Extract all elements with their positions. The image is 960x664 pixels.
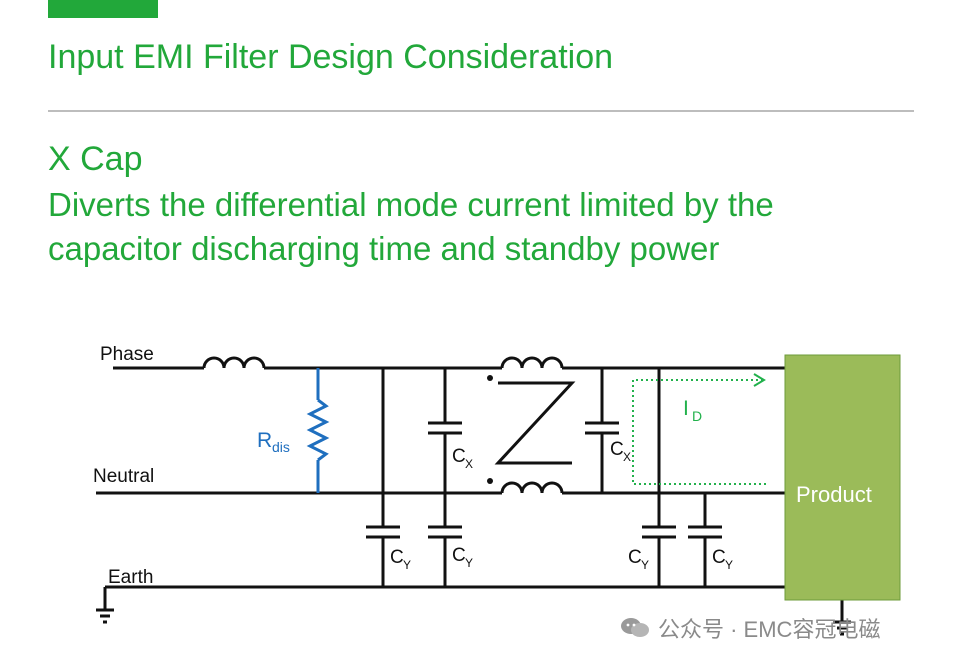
svg-text:R: R [257, 429, 272, 452]
svg-text:X: X [465, 457, 473, 471]
svg-text:C: C [628, 547, 642, 568]
svg-text:Y: Y [641, 558, 649, 572]
current-arrowhead [753, 373, 766, 387]
earth-label: Earth [108, 567, 153, 588]
cy4-label: C Y [712, 547, 733, 572]
differential-current-path [632, 379, 766, 485]
rdis-label: R dis [257, 429, 290, 455]
cm-choke-top-winding [500, 356, 564, 369]
svg-text:C: C [452, 446, 466, 467]
neutral-label: Neutral [93, 466, 154, 487]
svg-text:C: C [452, 545, 466, 566]
id-label: I D [683, 397, 702, 424]
cy2-label: C Y [452, 545, 473, 570]
title-divider [48, 110, 914, 112]
phase-inductor [202, 356, 266, 369]
svg-text:Y: Y [725, 558, 733, 572]
watermark-text: 公众号 · EMC容冠电磁 [658, 617, 881, 642]
svg-text:Y: Y [465, 556, 473, 570]
slide-title: Input EMI Filter Design Consideration [48, 38, 614, 76]
cy1-label: C Y [390, 547, 411, 572]
watermark: 公众号 · EMC容冠电磁 [620, 612, 880, 644]
cm-choke-bottom-winding [500, 481, 564, 494]
svg-text:X: X [623, 450, 631, 464]
phase-label: Phase [100, 344, 154, 365]
svg-text:C: C [390, 547, 404, 568]
section-heading: X Cap [48, 140, 143, 178]
cm-choke-dot-top [487, 375, 493, 381]
product-block [784, 354, 901, 601]
svg-text:I: I [683, 397, 689, 420]
svg-text:dis: dis [272, 439, 290, 455]
cm-choke-dot-bottom [487, 478, 493, 484]
body-text-line-1: Diverts the differential mode current li… [48, 186, 774, 223]
cm-choke-core-symbol [494, 381, 576, 465]
cx2-label: C X [610, 439, 631, 464]
cx1-label: C X [452, 446, 473, 471]
body-text-line-2: capacitor discharging time and standby p… [48, 230, 720, 267]
product-label: Product [796, 482, 872, 507]
svg-text:Y: Y [403, 558, 411, 572]
rdis-resistor [306, 398, 330, 462]
cy3-label: C Y [628, 547, 649, 572]
svg-text:C: C [610, 439, 624, 460]
wechat-icon [621, 618, 649, 637]
svg-text:D: D [692, 408, 702, 424]
svg-text:C: C [712, 547, 726, 568]
accent-bar [48, 0, 158, 18]
